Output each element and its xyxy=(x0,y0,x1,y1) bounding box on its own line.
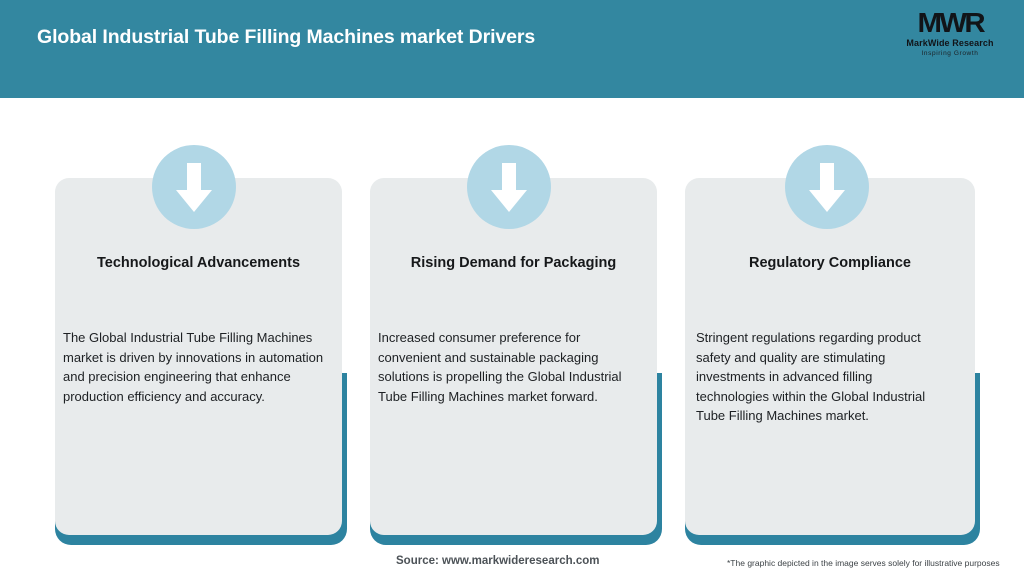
page-title: Global Industrial Tube Filling Machines … xyxy=(37,26,536,48)
logo-company-name: MarkWide Research xyxy=(906,38,994,48)
card-title: Regulatory Compliance xyxy=(749,255,911,271)
down-arrow-icon xyxy=(491,163,527,212)
down-arrow-icon xyxy=(176,163,212,212)
card-icon-circle xyxy=(467,145,551,229)
down-arrow-icon xyxy=(809,163,845,212)
card-surface xyxy=(55,178,342,535)
disclaimer-label: *The graphic depicted in the image serve… xyxy=(727,558,1000,568)
card-title: Technological Advancements xyxy=(96,255,301,271)
logo-tagline: Inspiring Growth xyxy=(921,50,979,57)
card-surface xyxy=(370,178,657,535)
card-surface xyxy=(685,178,975,535)
card-body-text: Increased consumer preference for conven… xyxy=(378,330,622,404)
header-bar: Global Industrial Tube Filling Machines … xyxy=(0,0,1024,98)
card-icon-circle xyxy=(152,145,236,229)
card-title: Rising Demand for Packaging xyxy=(410,255,617,271)
source-label: Source: www.markwideresearch.com xyxy=(396,555,600,567)
card-icon-circle xyxy=(785,145,869,229)
driver-card-3: Regulatory Compliance Stringent regulati… xyxy=(660,140,1000,550)
brand-logo: MWR MarkWide Research Inspiring Growth xyxy=(894,8,1006,60)
card-body-text: Stringent regulations regarding product … xyxy=(696,330,926,424)
driver-card-1: Technological Advancements The Global In… xyxy=(30,140,360,550)
card-body-text: The Global Industrial Tube Filling Machi… xyxy=(63,330,324,404)
driver-card-2: Rising Demand for Packaging Increased co… xyxy=(345,140,675,550)
logo-monogram: MWR xyxy=(917,7,985,38)
